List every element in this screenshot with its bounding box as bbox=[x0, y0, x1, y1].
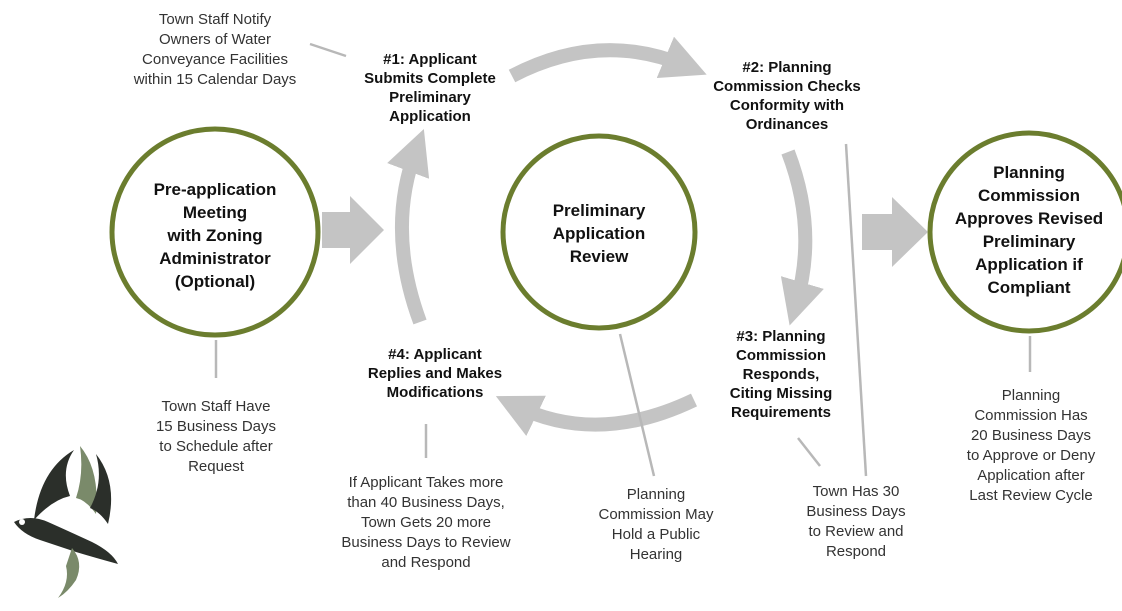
thirty-days-note: Town Has 30 Business Days to Review and … bbox=[806, 483, 906, 560]
cycle-arrow-1-to-2 bbox=[508, 36, 707, 83]
connector-thirty-days-short bbox=[797, 437, 821, 467]
twenty-days-note: Planning Commission Has 20 Business Days… bbox=[966, 387, 1096, 504]
osprey-bird-logo bbox=[14, 446, 118, 598]
cycle-arrow-4-to-1 bbox=[387, 129, 430, 325]
connector-public-hearing bbox=[618, 333, 656, 477]
step3-label: #3: Planning Commission Responds, Citing… bbox=[729, 328, 833, 421]
cycle-arrow-2-to-3 bbox=[780, 149, 824, 326]
notify-note: Town Staff Notify Owners of Water Convey… bbox=[133, 11, 297, 88]
preliminary-review-circle bbox=[500, 133, 698, 331]
pre-application-label: Pre-application Meeting with Zoning Admi… bbox=[153, 180, 277, 291]
approval-circle bbox=[927, 130, 1122, 334]
preliminary-review-label: Preliminary Application Review bbox=[552, 201, 646, 266]
approval-label: Planning Commission Approves Revised Pre… bbox=[954, 163, 1104, 297]
cycle-arrow-3-to-4 bbox=[495, 393, 698, 436]
public-hearing-note: Planning Commission May Hold a Public He… bbox=[598, 486, 714, 563]
pre-application-circle bbox=[109, 126, 321, 338]
connector-notify bbox=[309, 42, 347, 58]
step4-label: #4: Applicant Replies and Makes Modifica… bbox=[367, 346, 503, 401]
connector-thirty-days-long bbox=[844, 143, 868, 477]
step1-label: #1: Applicant Submits Complete Prelimina… bbox=[364, 51, 496, 125]
block-arrow-right bbox=[862, 197, 928, 267]
schedule-note: Town Staff Have 15 Business Days to Sche… bbox=[155, 398, 277, 475]
over-40-days-note: If Applicant Takes more than 40 Business… bbox=[341, 474, 511, 571]
block-arrow-left bbox=[322, 196, 384, 264]
step2-label: #2: Planning Commission Checks Conformit… bbox=[713, 59, 861, 133]
